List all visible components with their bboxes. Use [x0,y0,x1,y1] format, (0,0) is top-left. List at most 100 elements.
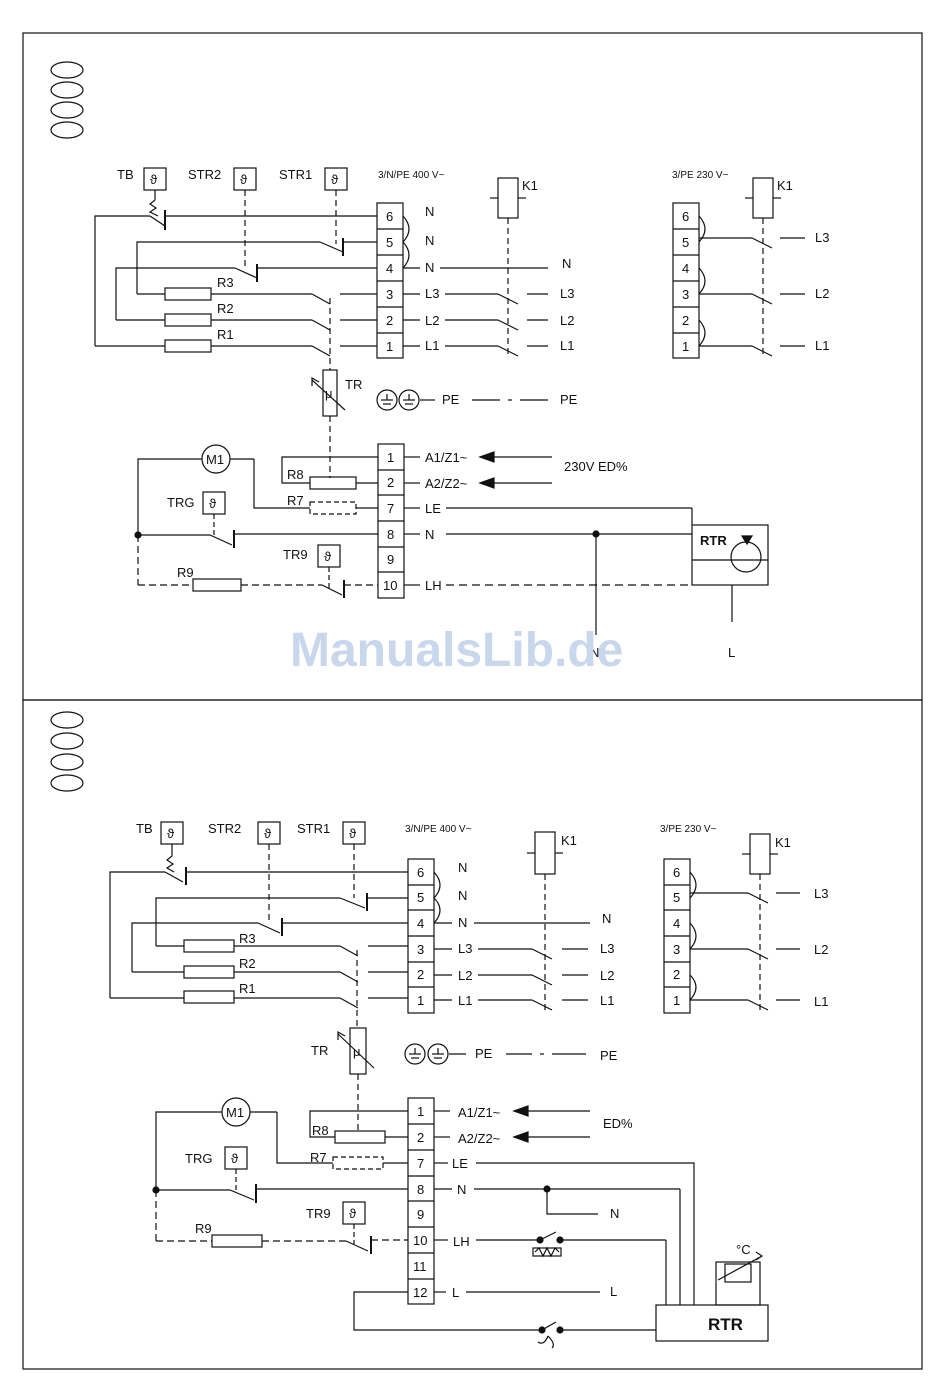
svg-text:4: 4 [417,916,424,931]
svg-text:LH: LH [425,578,442,593]
svg-text:L2: L2 [458,968,472,983]
svg-text:N: N [457,1182,466,1197]
supply-400-label-bottom: 3/N/PE 400 V~ [405,824,472,835]
svg-text:K1: K1 [561,833,577,848]
svg-text:5: 5 [417,890,424,905]
svg-text:9: 9 [387,552,394,567]
svg-text:R3: R3 [239,931,256,946]
svg-text:A2/Z2~: A2/Z2~ [425,476,468,491]
svg-text:7: 7 [387,501,394,516]
pe-line-bottom: PE PE [404,1043,618,1065]
svg-text:1: 1 [673,993,680,1008]
svg-text:TR: TR [311,1043,328,1058]
svg-text:N: N [425,233,434,248]
svg-text:L1: L1 [425,338,439,353]
svg-text:ϑ: ϑ [209,496,217,511]
panel-top-ovals [50,61,84,139]
panel-top-frame [22,32,923,701]
svg-text:3: 3 [682,287,689,302]
svg-text:ϑ: ϑ [349,1206,357,1221]
svg-text:PE: PE [560,392,578,407]
svg-text:L3: L3 [425,286,439,301]
svg-text:K1: K1 [775,835,791,850]
svg-text:RTR: RTR [708,1315,743,1334]
tr-potentiometer-bottom: μ TR [311,1027,375,1130]
svg-text:N: N [425,204,434,219]
svg-text:TB: TB [136,821,153,836]
svg-text:10: 10 [383,578,397,593]
svg-text:N: N [425,260,434,275]
motor-m1-bottom: M1 TRG ϑ R9 TR9 ϑ [152,1097,408,1254]
svg-text:PE: PE [475,1046,493,1061]
svg-text:R1: R1 [217,327,234,342]
svg-text:TRG: TRG [185,1151,212,1166]
pe-line-top: PE PE [376,389,578,411]
svg-text:5: 5 [386,235,393,250]
svg-text:L2: L2 [600,968,614,983]
svg-text:A1/Z1~: A1/Z1~ [425,450,468,465]
svg-text:5: 5 [682,235,689,250]
svg-text:PE: PE [600,1048,618,1063]
terminal-block-400: 6 5 4 3 2 1 [376,202,410,359]
svg-text:LE: LE [452,1156,468,1171]
svg-text:1: 1 [417,993,424,1008]
sensor-tb: TB ϑ [117,167,167,217]
svg-text:2: 2 [417,967,424,982]
svg-text:3/PE 230 V~: 3/PE 230 V~ [660,824,717,835]
terminal-block-230-bottom: 3/PE 230 V~ 6 5 4 3 2 1 K1 L3 [660,824,828,1014]
sensor-str2-bottom: STR2 ϑ [208,821,281,924]
supply-400-label: 3/N/PE 400 V~ [378,170,445,181]
svg-text:R7: R7 [287,493,304,508]
svg-text:LH: LH [453,1234,470,1249]
svg-text:L2: L2 [814,942,828,957]
sensor-str1-bottom: STR1 ϑ [297,821,366,898]
svg-text:L3: L3 [814,886,828,901]
svg-text:L3: L3 [458,941,472,956]
svg-text:L1: L1 [560,338,574,353]
svg-text:K1: K1 [522,178,538,193]
r8-r7-bottom: R8 R7 [276,1110,408,1170]
svg-text:L: L [728,645,735,660]
svg-text:6: 6 [673,865,680,880]
svg-text:4: 4 [682,261,689,276]
panel-top: TB ϑ STR2 ϑ STR1 ϑ 3/N/PE 400 V~ 6 [50,61,829,660]
svg-text:K1: K1 [777,178,793,193]
svg-text:L2: L2 [815,286,829,301]
heater-wiring-bottom: R3 R2 R1 [109,867,408,1028]
svg-text:2: 2 [682,313,689,328]
sensor-tb-bottom: TB ϑ [136,821,184,873]
svg-text:L1: L1 [458,993,472,1008]
svg-text:μ: μ [325,386,333,401]
relay-k1-400-bottom: K1 N L3 L2 L1 [474,831,614,1011]
svg-text:TR9: TR9 [306,1206,331,1221]
svg-text:1: 1 [682,339,689,354]
svg-text:L2: L2 [560,313,574,328]
sensor-str2: STR2 ϑ [188,167,257,268]
svg-text:2: 2 [386,313,393,328]
panel-bottom-frame [22,699,923,1370]
svg-text:R7: R7 [310,1150,327,1165]
svg-text:RTR: RTR [700,533,727,548]
svg-text:10: 10 [413,1233,427,1248]
svg-text:N: N [610,1206,619,1221]
panel-bottom-ovals [50,711,84,792]
svg-text:ϑ: ϑ [349,826,357,841]
svg-text:8: 8 [387,527,394,542]
svg-text:M1: M1 [226,1105,244,1120]
control-block-bottom: 1 2 7 8 9 10 11 12 A1/Z1~ A2/Z2~ LE N LH… [353,1097,695,1349]
svg-text:R9: R9 [177,565,194,580]
svg-text:STR2: STR2 [188,167,221,182]
svg-text:N: N [562,256,571,271]
svg-text:230V ED%: 230V ED% [564,459,628,474]
terminal-labels-400: N N N L3 L2 L1 [403,204,439,353]
svg-text:M1: M1 [206,452,224,467]
svg-text:R2: R2 [217,301,234,316]
svg-text:STR1: STR1 [279,167,312,182]
svg-text:ϑ: ϑ [324,549,332,564]
svg-text:N: N [590,645,599,660]
control-block-top: 1 2 7 8 9 10 A1/Z1~ A2/Z2~ LE N LH 230V … [377,443,693,660]
svg-text:2: 2 [387,475,394,490]
heater-wiring-top: R3 R2 R1 [94,210,377,370]
svg-text:A1/Z1~: A1/Z1~ [458,1105,501,1120]
